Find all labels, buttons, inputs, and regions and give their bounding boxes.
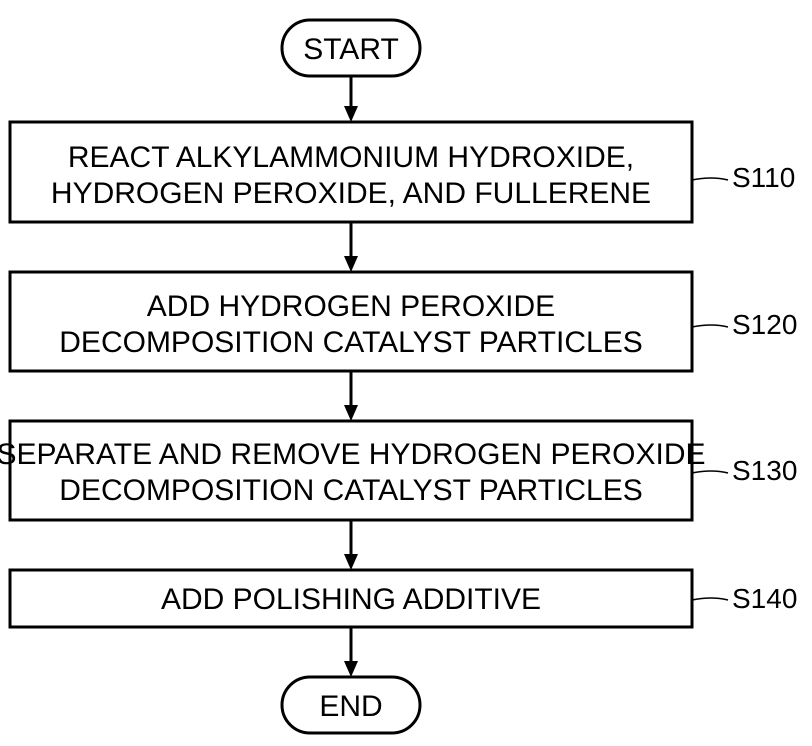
step-s120-line-1: ADD HYDROGEN PEROXIDE bbox=[147, 290, 555, 323]
end-terminal: END bbox=[282, 677, 420, 733]
step-s130: SEPARATE AND REMOVE HYDROGEN PEROXIDE DE… bbox=[0, 421, 797, 520]
arrow-head bbox=[344, 405, 358, 421]
step-s110-line-2: HYDROGEN PEROXIDE, AND FULLERENE bbox=[51, 177, 651, 210]
start-label: START bbox=[303, 33, 399, 66]
connector-s140-end bbox=[344, 627, 358, 677]
end-label: END bbox=[319, 690, 382, 723]
step-s130-line-1: SEPARATE AND REMOVE HYDROGEN PEROXIDE bbox=[0, 438, 706, 471]
connector-s110-s120 bbox=[344, 222, 358, 272]
step-ref-s120: S120 bbox=[732, 309, 797, 340]
step-s140-line-1: ADD POLISHING ADDITIVE bbox=[161, 583, 541, 616]
leader-line-s130 bbox=[692, 471, 728, 473]
step-s120: ADD HYDROGEN PEROXIDE DECOMPOSITION CATA… bbox=[10, 272, 797, 371]
step-s140: ADD POLISHING ADDITIVE S140 bbox=[10, 570, 797, 627]
arrow-head bbox=[344, 106, 358, 122]
start-terminal: START bbox=[282, 20, 420, 76]
connector-start-s110 bbox=[344, 76, 358, 122]
connector-s130-s140 bbox=[344, 520, 358, 570]
arrow-head bbox=[344, 554, 358, 570]
connector-s120-s130 bbox=[344, 371, 358, 421]
step-s110-line-1: REACT ALKYLAMMONIUM HYDROXIDE, bbox=[68, 141, 634, 174]
leader-line-s110 bbox=[692, 178, 728, 180]
step-s120-line-2: DECOMPOSITION CATALYST PARTICLES bbox=[59, 326, 642, 359]
step-ref-s130: S130 bbox=[732, 455, 797, 486]
step-ref-s140: S140 bbox=[732, 583, 797, 614]
arrow-head bbox=[344, 256, 358, 272]
step-s110: REACT ALKYLAMMONIUM HYDROXIDE, HYDROGEN … bbox=[10, 122, 795, 222]
step-s130-line-2: DECOMPOSITION CATALYST PARTICLES bbox=[59, 474, 642, 507]
step-ref-s110: S110 bbox=[732, 162, 795, 193]
leader-line-s120 bbox=[692, 325, 728, 327]
leader-line-s140 bbox=[692, 598, 728, 600]
arrow-head bbox=[344, 661, 358, 677]
